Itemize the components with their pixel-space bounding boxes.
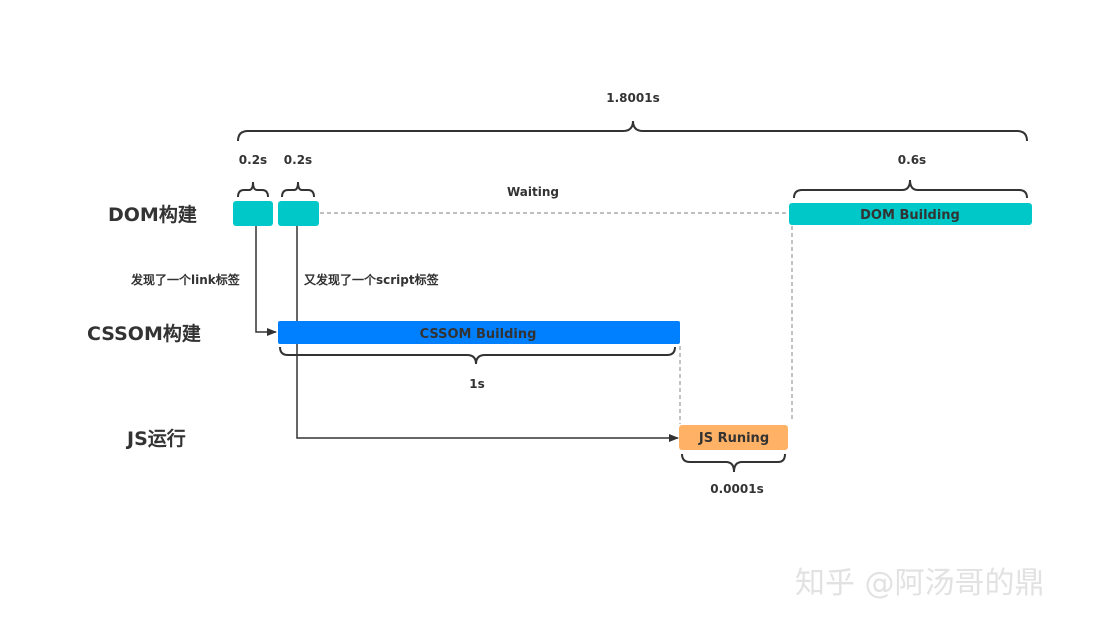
- dom-parse-block-1: [233, 201, 273, 226]
- cssom-building-bar: [278, 321, 680, 344]
- js-running-bar: [679, 425, 788, 450]
- cssom-duration-label: 1s: [469, 377, 485, 391]
- waiting-label: Waiting: [507, 185, 559, 199]
- cssom-brace: [279, 346, 676, 365]
- watermark: 知乎 @阿汤哥的鼎: [795, 566, 1045, 601]
- dom-first-brace: [237, 181, 269, 198]
- link-found-arrow: [255, 226, 277, 336]
- row-label-cssom: CSSOM构建: [87, 322, 201, 345]
- dom-building-bar: [789, 203, 1032, 225]
- total-duration-label: 1.8001s: [606, 91, 659, 105]
- dom-first-duration-label: 0.2s: [239, 153, 267, 167]
- dom-parse-block-2: [278, 201, 319, 226]
- dom-building-duration-label: 0.6s: [898, 153, 926, 167]
- row-label-dom: DOM构建: [108, 203, 197, 226]
- cssom-building-bar-label: CSSOM Building: [420, 327, 537, 342]
- total-brace: [237, 120, 1028, 142]
- dom-building-bar-label: DOM Building: [860, 208, 960, 223]
- js-running-bar-label: JS Runing: [698, 431, 769, 446]
- script-found-arrow: [296, 226, 679, 442]
- js-brace: [681, 453, 786, 473]
- dom-second-duration-label: 0.2s: [284, 153, 312, 167]
- dom-second-brace: [281, 181, 315, 198]
- dom-building-brace: [793, 179, 1028, 199]
- found-script-annotation: 又发现了一个script标签: [303, 272, 440, 287]
- js-duration-label: 0.0001s: [710, 482, 763, 496]
- found-link-annotation: 发现了一个link标签: [130, 272, 241, 287]
- row-label-js: JS运行: [125, 427, 186, 450]
